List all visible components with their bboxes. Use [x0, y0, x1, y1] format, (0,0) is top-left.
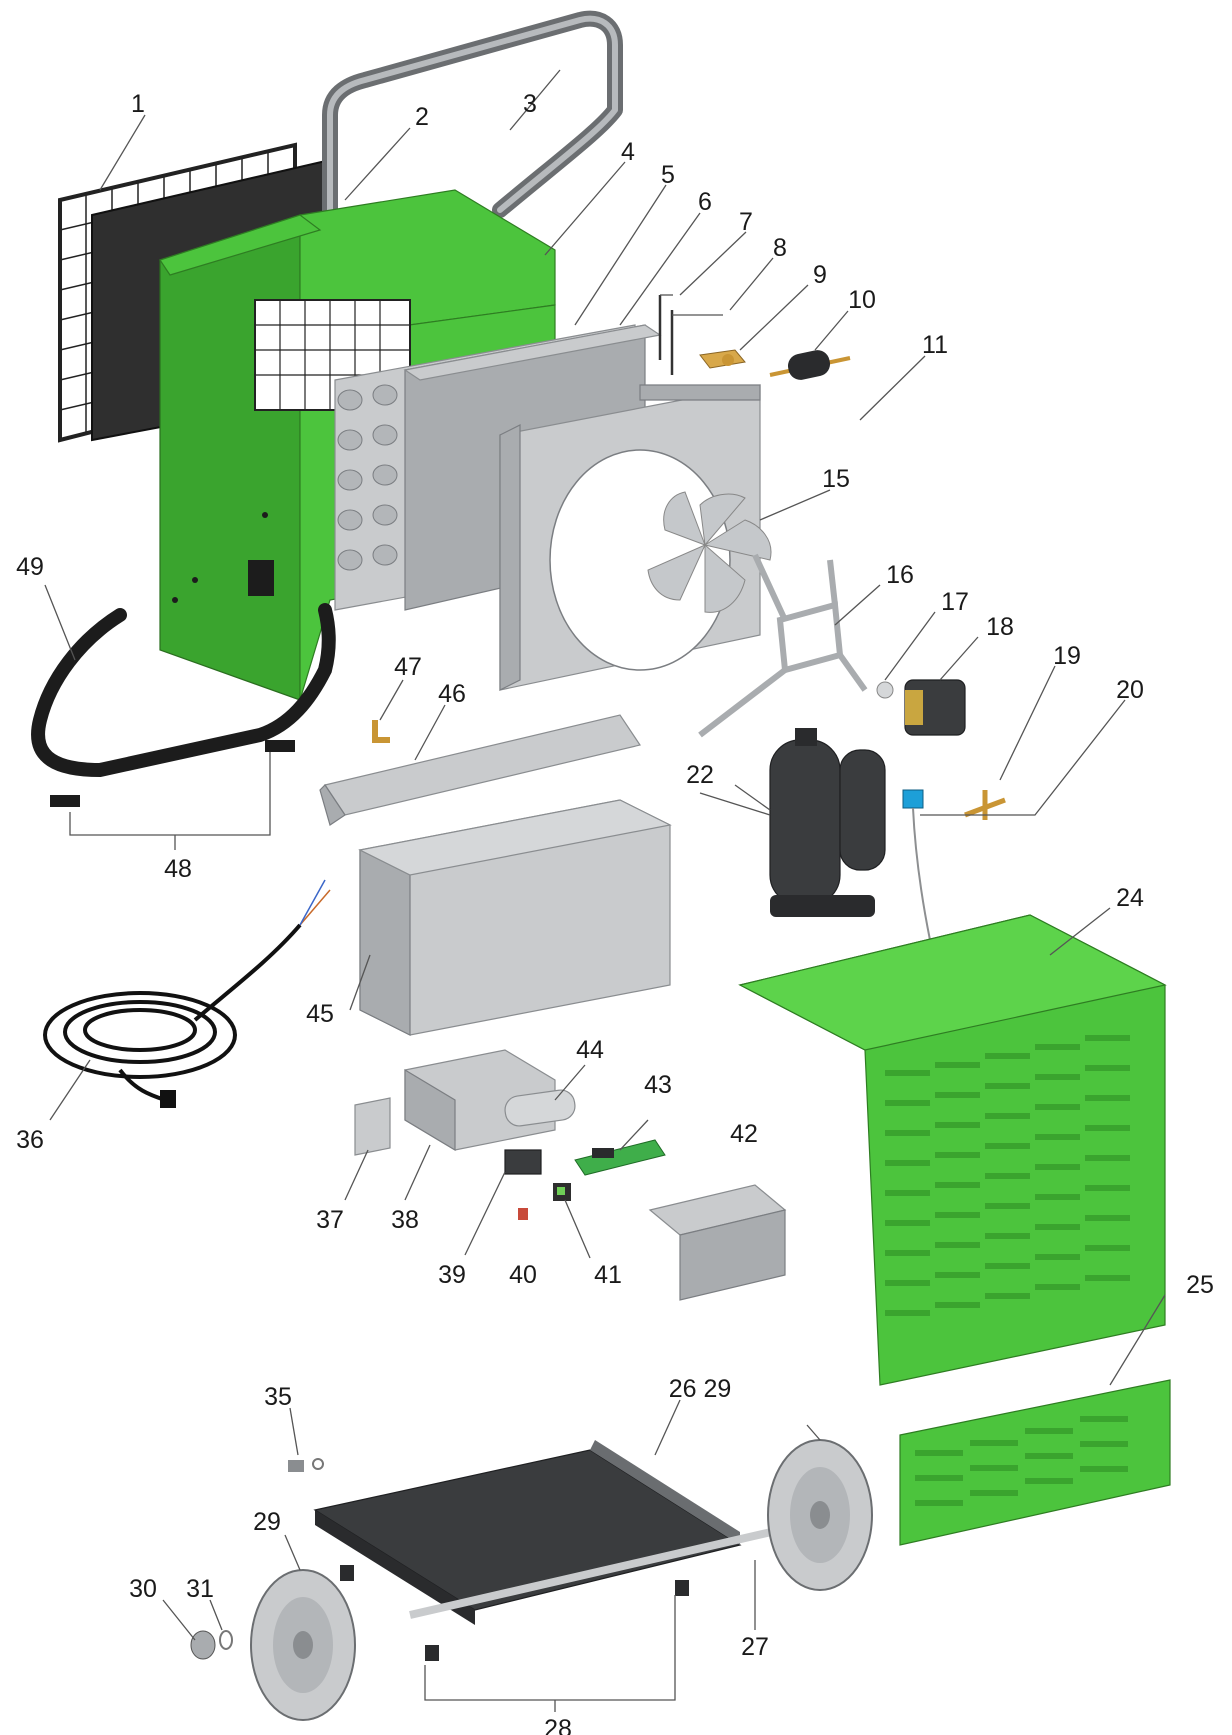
part-16-motor-bracket: [698, 553, 868, 738]
part-25-lower-grille: [899, 1379, 1171, 1546]
part-48-foot-pads: [50, 740, 295, 807]
part-39-relay: [504, 1149, 542, 1175]
callout-46: 46: [438, 680, 466, 708]
callout-48: 48: [164, 855, 192, 883]
callout-44: 44: [576, 1036, 604, 1064]
part-46-drip-tray: [319, 714, 641, 826]
part-9-valve-fitting: [699, 349, 746, 369]
callout-20: 20: [1116, 676, 1144, 704]
part-18-fan-motor: [904, 679, 966, 736]
part-28-feet: [340, 1565, 689, 1661]
callout-31: 31: [186, 1575, 214, 1603]
callout-19: 19: [1053, 642, 1081, 670]
part-17-washer: [876, 681, 894, 699]
callout-4: 4: [621, 138, 635, 166]
callout-1: 1: [131, 90, 145, 118]
callout-35: 35: [264, 1383, 292, 1411]
part-49-drain-hose: [31, 603, 336, 778]
callout-labels: 1 2 3 4 5 6 7 8 9 10 11 15 16 17 18 19 2…: [16, 90, 1214, 1735]
callout-30: 30: [129, 1575, 157, 1603]
callout-41: 41: [594, 1261, 622, 1289]
part-40-screw: [518, 1208, 528, 1220]
callout-17: 17: [941, 588, 969, 616]
part-27-axle: [409, 1526, 781, 1619]
callout-6: 6: [698, 188, 712, 216]
callout-15: 15: [822, 465, 850, 493]
callout-25: 25: [1186, 1271, 1214, 1299]
part-20-temperature-sensor: [902, 789, 931, 941]
callout-11: 11: [922, 331, 948, 359]
callout-8: 8: [773, 234, 787, 262]
callout-7: 7: [739, 208, 753, 236]
callout-43: 43: [644, 1071, 672, 1099]
callout-40: 40: [509, 1261, 537, 1289]
part-10-filter-drier: [769, 350, 851, 380]
part-22-compressor: [769, 728, 886, 917]
part-29-wheel-right: [767, 1439, 873, 1591]
part-36-power-cord: [43, 879, 331, 1108]
part-24-front-panel: [738, 914, 1167, 1386]
callout-22: 22: [686, 761, 714, 789]
callout-28: 28: [544, 1715, 572, 1735]
callout-9: 9: [813, 261, 827, 289]
callout-49: 49: [16, 553, 44, 581]
callout-26-29: 26 29: [669, 1375, 732, 1403]
callout-10: 10: [848, 286, 876, 314]
callout-27: 27: [741, 1633, 769, 1661]
callout-38: 38: [391, 1206, 419, 1234]
part-30-hub-cap: [190, 1630, 216, 1660]
part-44-capacitor: [504, 1089, 576, 1127]
part-37-terminal-plate: [354, 1097, 391, 1156]
callout-3: 3: [523, 90, 537, 118]
part-43-control-board: [574, 1139, 666, 1176]
callout-39: 39: [438, 1261, 466, 1289]
part-41-switch: [553, 1183, 571, 1201]
part-45-rear-cover: [358, 799, 672, 1036]
callout-45: 45: [306, 1000, 334, 1028]
part-31-washer: [219, 1630, 233, 1650]
callout-36: 36: [16, 1126, 44, 1154]
part-29-wheel-left: [250, 1569, 356, 1721]
callout-42: 42: [730, 1120, 758, 1148]
callout-16: 16: [886, 561, 914, 589]
part-42-control-cover: [648, 1184, 787, 1301]
part-26-base-plate: [313, 1440, 742, 1625]
part-35-drain-fitting: [288, 1458, 324, 1472]
callout-18: 18: [986, 613, 1014, 641]
part-15-fan-blade: [647, 491, 772, 613]
callout-37: 37: [316, 1206, 344, 1234]
leader-lines: [44, 69, 1166, 1712]
part-47-drain-elbow: [372, 720, 390, 743]
callout-24: 24: [1116, 884, 1144, 912]
callout-5: 5: [661, 161, 675, 189]
callout-47: 47: [394, 653, 422, 681]
callout-2: 2: [415, 103, 429, 131]
callout-29: 29: [253, 1508, 281, 1536]
